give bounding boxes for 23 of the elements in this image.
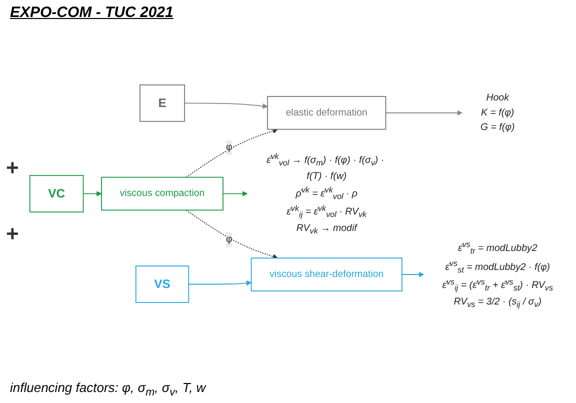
plus-sign: + [6, 220, 19, 247]
title: EXPO-COM - TUC 2021 [10, 4, 174, 21]
node-text: Hook K = f(φ) G = f(φ) [480, 92, 515, 132]
node-text: ε̇$^{vs}$$_{tr}$ = modLubby2 ε̇$^{vs}$$_{st}$ = modLubby2 · f(φ) ε̇$^{vs}$$_{ij}$ = (ε̇$^{vs}$$_{tr}$ + ε̇$^{vs}$$_{st}$) · RV$_{vs}$ RV$_{vs}$ = 3/2 · (s$_{ij}$ / σ$_{v}$) [442, 240, 553, 309]
arrow [401, 272, 424, 278]
edge-label: φ [226, 142, 232, 153]
arrow [186, 128, 278, 178]
plus-sign: + [6, 154, 19, 181]
arrow [82, 191, 102, 196]
node-text: ε̇$^{vk}$$_{vol}$ → f(σ$_{m}$) · f(φ) · f(σ$_{v}$) · f(T) · f(w) ρ̇$^{vk}$ = ε̇$^{vk}$$_{vol}$ · ρ ε̇$^{vk}$$_{ij}$ = ε̇$^{vk}$$_{vol}$ · RV$_{vk}$ RV$_{vk}$ → modif [266, 152, 384, 236]
node-box: VS [135, 266, 189, 303]
arrow [222, 191, 248, 196]
node-box: VC [29, 175, 84, 212]
arrow [184, 102, 268, 109]
arrow [186, 210, 278, 260]
arrow [188, 280, 252, 286]
node-box: viscous shear-deformation [250, 258, 402, 292]
node-box: E [139, 84, 185, 122]
node-box: viscous compaction [100, 176, 224, 211]
edge-label: φ [226, 234, 232, 245]
caption: influencing factors: φ, σ$_{m}$, σ$_{v}$, T, w [10, 380, 206, 399]
node-box: elastic deformation [266, 96, 386, 130]
arrow [385, 110, 462, 116]
